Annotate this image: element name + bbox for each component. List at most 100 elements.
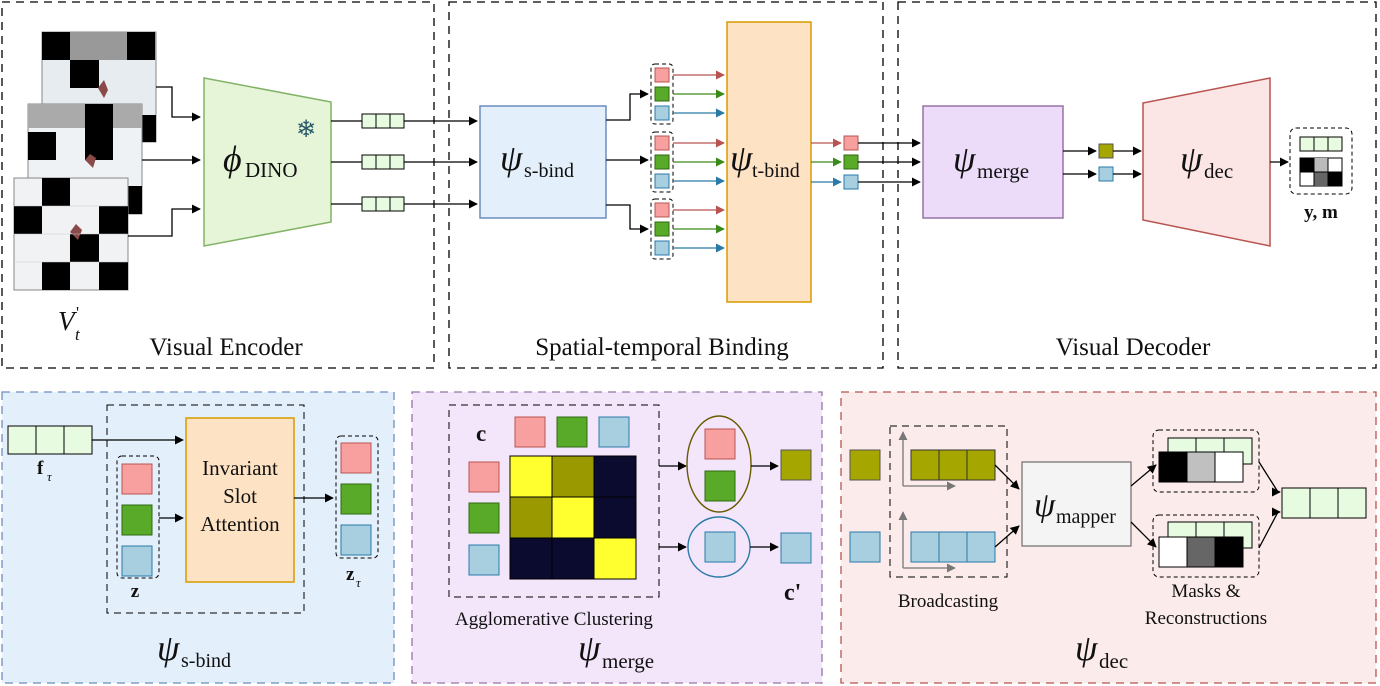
slot-blue xyxy=(121,545,153,577)
slot-green xyxy=(556,416,588,448)
slot-green xyxy=(121,504,153,536)
similarity-matrix xyxy=(509,455,637,580)
clustering-group xyxy=(448,404,660,598)
arrow xyxy=(606,204,649,234)
c-label: c xyxy=(476,421,486,446)
svg-text:τ: τ xyxy=(356,575,362,590)
slot-green xyxy=(704,470,736,502)
svg-text:Invariant: Invariant xyxy=(202,456,278,480)
visual-encoder-title: Visual Encoder xyxy=(149,334,303,361)
arrow xyxy=(1130,521,1157,548)
cluster-olive xyxy=(686,415,752,513)
reconstructions-label: Reconstructions xyxy=(1145,608,1267,629)
slot-blue xyxy=(598,416,630,448)
dino-subscript: DINO xyxy=(245,158,298,182)
video-frame xyxy=(13,177,129,291)
merged-slot-blue xyxy=(780,532,812,564)
psi-symbol: ψ xyxy=(578,628,601,668)
masks-label: Masks & xyxy=(1171,581,1240,602)
psi-symbol: ψ xyxy=(500,138,523,178)
clustering-label: Agglomerative Clustering xyxy=(455,609,653,630)
outputs-label: y, m xyxy=(1304,202,1338,223)
binding-panel xyxy=(448,1,884,369)
merged-slots xyxy=(1063,143,1142,182)
f-tau-token xyxy=(7,425,93,455)
slot-green xyxy=(468,502,500,534)
svg-text:Attention: Attention xyxy=(200,512,280,536)
s-bind-subscript: s-bind xyxy=(524,160,574,182)
slot-red xyxy=(121,463,153,495)
slot-group xyxy=(650,131,725,193)
slot-blue xyxy=(704,531,736,563)
arrow xyxy=(128,204,201,237)
slot-group xyxy=(650,63,725,125)
feature-tokens xyxy=(331,113,478,212)
binding-title: Spatial-temporal Binding xyxy=(535,334,789,361)
dec-subscript: dec xyxy=(1204,159,1233,183)
svg-text:t: t xyxy=(75,325,81,344)
decoded-olive xyxy=(1152,429,1260,493)
slot-blue xyxy=(340,524,372,556)
psi-symbol: ψ xyxy=(1180,139,1203,179)
broadcast-axes xyxy=(898,431,956,573)
merged-slot-blue xyxy=(849,531,881,563)
svg-text:': ' xyxy=(76,303,79,322)
arrow xyxy=(156,86,201,122)
broadcast-olive xyxy=(910,449,996,481)
slot-red xyxy=(514,416,546,448)
arrow xyxy=(1130,464,1157,487)
s-bind-title-sub: s-bind xyxy=(181,650,231,672)
psi-symbol: ψ xyxy=(1075,628,1098,668)
input-label: V t ' xyxy=(58,303,81,344)
decoder xyxy=(1142,77,1271,247)
visual-decoder-panel xyxy=(897,1,1377,369)
slot-attention-group xyxy=(106,404,305,614)
visual-decoder-title: Visual Decoder xyxy=(1056,334,1211,361)
invariant-slot-attention xyxy=(185,417,295,583)
svg-text:τ: τ xyxy=(47,469,53,484)
merged-slot-olive xyxy=(780,449,812,481)
phi-symbol: ϕ xyxy=(223,139,242,179)
t-bind-module xyxy=(726,21,812,303)
broadcast-blue xyxy=(910,531,996,563)
psi-symbol: ψ xyxy=(157,628,180,668)
arrow xyxy=(606,89,649,121)
visual-encoder-panel xyxy=(1,1,435,369)
z-slots xyxy=(116,455,160,579)
dino-encoder xyxy=(203,77,332,247)
mapper-subscript: mapper xyxy=(1056,506,1116,528)
arrow xyxy=(994,464,1020,490)
slot-blue xyxy=(468,544,500,576)
final-output xyxy=(1281,487,1367,519)
merge-subscript: merge xyxy=(977,159,1029,183)
z-tau-label: z xyxy=(346,564,355,585)
broadcasting-label: Broadcasting xyxy=(898,591,999,612)
psi-symbol: ψ xyxy=(730,138,753,178)
dec-title-sub: dec xyxy=(1099,649,1128,673)
snowflake-icon: ❄ xyxy=(296,115,316,143)
arrow xyxy=(1258,461,1281,497)
s-bind-module xyxy=(479,105,607,219)
c-prime-label: c' xyxy=(784,580,801,606)
video-frames xyxy=(13,31,157,291)
svg-text:V: V xyxy=(58,306,78,336)
decoded-blue xyxy=(1152,514,1260,578)
t-bind-subscript: t-bind xyxy=(752,160,800,182)
merge-title-sub: merge xyxy=(602,649,654,673)
mapper-module xyxy=(1021,461,1132,547)
video-frame xyxy=(41,31,157,143)
broadcast-group xyxy=(889,425,1008,578)
merged-slot-olive xyxy=(849,449,881,481)
decoder-outputs xyxy=(1289,127,1353,195)
slot-red xyxy=(468,461,500,493)
z-tau-slots xyxy=(335,435,379,559)
t-bind-output-slots xyxy=(811,135,921,190)
slot-red xyxy=(704,428,736,460)
merge-module xyxy=(922,105,1064,219)
slot-group xyxy=(650,198,725,260)
f-tau-label: f xyxy=(37,458,44,479)
svg-text:Slot: Slot xyxy=(223,484,257,508)
arrow xyxy=(994,525,1020,548)
arrow xyxy=(1258,507,1281,549)
